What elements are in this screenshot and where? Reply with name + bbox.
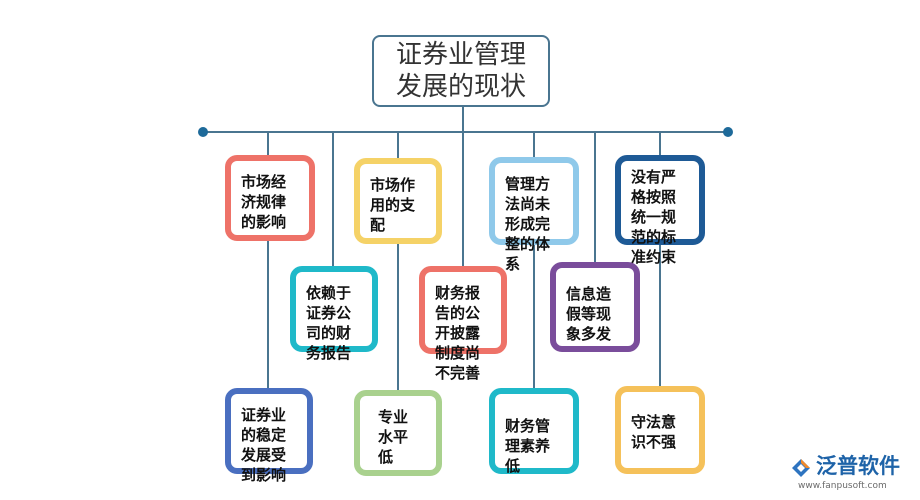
node-text: 专业水平低 bbox=[378, 408, 409, 466]
node-financial-literacy: 财务管理素养低 bbox=[489, 388, 579, 475]
diagram-title: 证券业管理发展的现状 bbox=[395, 40, 526, 102]
logo-url: www.fanpusoft.com bbox=[798, 481, 887, 491]
node-management-method: 管理方法尚未形成完整的体系 bbox=[489, 157, 579, 273]
logo: 泛普软件 www.fanpusoft.com bbox=[788, 454, 913, 494]
node-text: 没有严格按照统一规范的标准约束 bbox=[631, 168, 677, 266]
logo-name: 泛普软件 bbox=[816, 454, 900, 478]
fanpu-logo-icon bbox=[792, 459, 810, 477]
node-text: 财务报告的公开披露制度尚不完善 bbox=[435, 284, 481, 382]
node-depend-financial-report: 依赖于证券公司的财务报告 bbox=[290, 266, 378, 362]
trunk-end-right bbox=[723, 127, 733, 137]
node-info-fraud: 信息造假等现象多发 bbox=[550, 262, 640, 352]
title-box: 证券业管理发展的现状 bbox=[372, 35, 550, 107]
node-text: 市场经济规律的影响 bbox=[241, 173, 287, 231]
trunk-end-left bbox=[198, 127, 208, 137]
node-law-awareness: 守法意识不强 bbox=[615, 386, 705, 474]
node-text: 证券业的稳定发展受到影响 bbox=[241, 406, 287, 484]
node-text: 守法意识不强 bbox=[631, 413, 677, 451]
node-text: 依赖于证券公司的财务报告 bbox=[306, 284, 352, 362]
node-text: 市场作用的支配 bbox=[370, 176, 416, 234]
node-text: 信息造假等现象多发 bbox=[566, 285, 612, 343]
node-market-economy: 市场经济规律的影响 bbox=[225, 155, 315, 241]
node-disclosure-system: 财务报告的公开披露制度尚不完善 bbox=[419, 266, 507, 382]
node-market-role: 市场作用的支配 bbox=[354, 158, 442, 244]
node-no-strict-standard: 没有严格按照统一规范的标准约束 bbox=[615, 155, 705, 266]
node-stability-affected: 证券业的稳定发展受到影响 bbox=[225, 388, 313, 484]
node-low-professional: 专业水平低 bbox=[354, 390, 442, 476]
node-text: 财务管理素养低 bbox=[505, 417, 551, 475]
node-text: 管理方法尚未形成完整的体系 bbox=[505, 175, 551, 273]
